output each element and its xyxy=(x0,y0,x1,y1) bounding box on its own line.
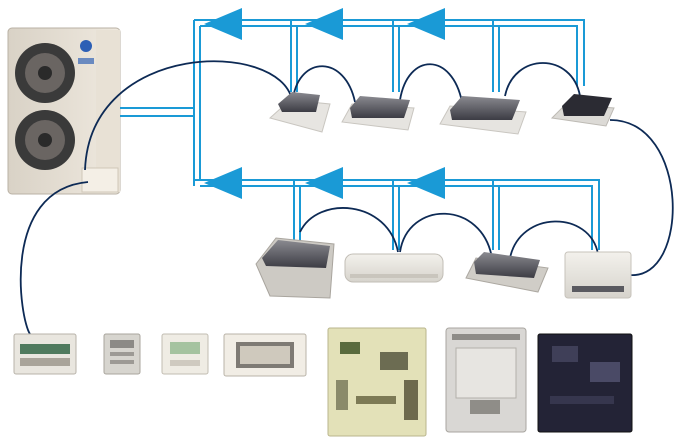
flow-arrow-icon xyxy=(204,167,242,199)
wired-remote-controller xyxy=(103,333,141,375)
indoor-unit-cassette-3 xyxy=(439,96,527,135)
outdoor-unit xyxy=(7,27,121,195)
flow-arrow-icon xyxy=(305,167,343,199)
indoor-unit-cassette-2 xyxy=(341,96,415,131)
adapter-box xyxy=(445,327,527,433)
flow-arrow-icon xyxy=(407,167,445,199)
indoor-unit-floor-standing xyxy=(564,251,632,299)
indoor-unit-ducted xyxy=(255,237,335,299)
brand-logo xyxy=(80,40,92,52)
indoor-unit-ceiling-suspended xyxy=(465,252,549,293)
simple-remote-controller xyxy=(161,333,209,375)
touch-panel-controller xyxy=(223,333,307,377)
flow-arrow-icon xyxy=(305,8,343,40)
signal-wires xyxy=(19,60,674,335)
flow-arrow-icon xyxy=(407,8,445,40)
indoor-unit-wall-mounted xyxy=(344,253,444,283)
indoor-unit-cassette-1 xyxy=(268,92,331,133)
central-controller xyxy=(13,333,77,375)
refrigerant-pipes xyxy=(120,19,600,250)
flow-arrow-icon xyxy=(204,8,242,40)
indoor-unit-cassette-4 xyxy=(550,94,615,127)
interface-pcb xyxy=(327,327,427,437)
control-board xyxy=(537,333,633,433)
